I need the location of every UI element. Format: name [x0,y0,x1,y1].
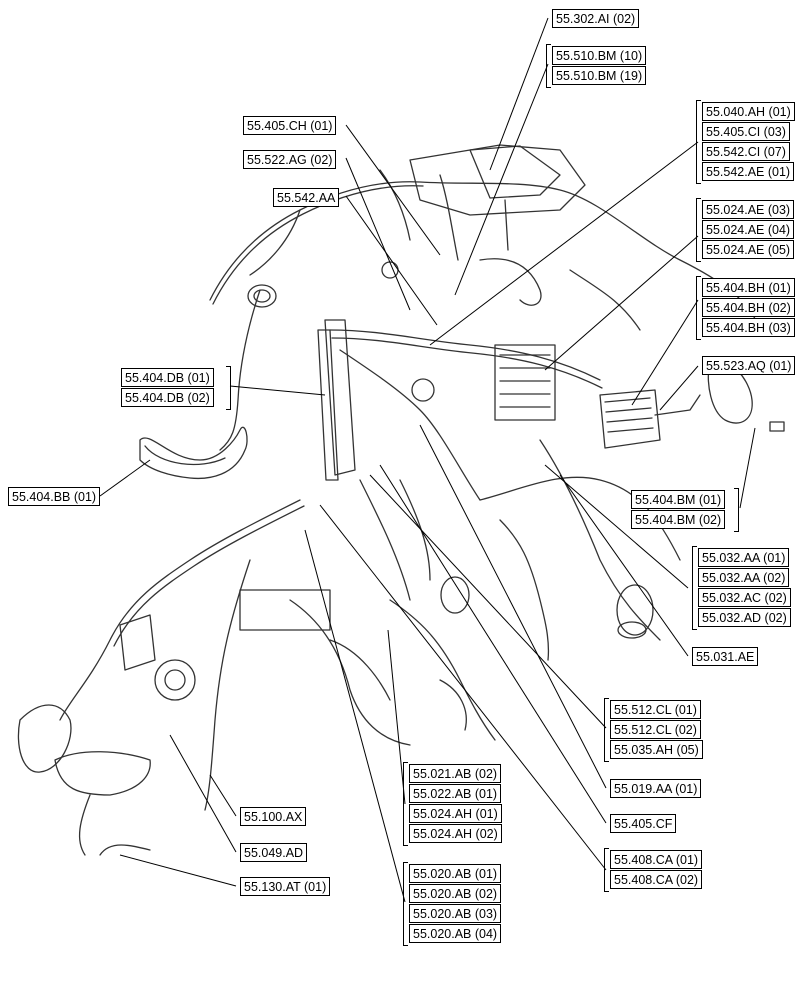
callout-55-404-bh-01: 55.404.BH (01) [702,278,795,297]
callout-55-032-aa-02: 55.032.AA (02) [698,568,790,587]
callout-55-024-ah-01: 55.024.AH (01) [409,804,502,823]
callout-55-404-db-02: 55.404.DB (02) [121,388,214,407]
callout-55-405-ci-03: 55.405.CI (03) [702,122,790,141]
callout-55-032-aa-01: 55.032.AA (01) [698,548,790,567]
callout-55-404-bb-01: 55.404.BB (01) [8,487,101,506]
callout-55-522-ag-02: 55.522.AG (02) [243,150,337,169]
callout-55-512-cl-01: 55.512.CL (01) [610,700,701,719]
callout-55-035-ah-05: 55.035.AH (05) [610,740,703,759]
callout-55-405-cf: 55.405.CF [610,814,677,833]
callout-55-040-ah-01: 55.040.AH (01) [702,102,795,121]
callout-55-024-ae-05: 55.024.AE (05) [702,240,795,259]
callout-bracket [604,698,609,762]
callout-bracket [692,546,697,630]
callout-55-032-ad-02: 55.032.AD (02) [698,608,791,627]
callout-bracket [696,276,701,340]
harness-drawing [17,144,785,856]
callout-55-542-ae-01: 55.542.AE (01) [702,162,795,181]
callout-bracket [546,44,551,88]
callout-55-404-bh-02: 55.404.BH (02) [702,298,795,317]
callout-55-020-ab-04: 55.020.AB (04) [409,924,502,943]
callout-bracket [696,100,701,184]
callout-55-130-at-01: 55.130.AT (01) [240,877,331,896]
callout-bracket [403,762,408,846]
callout-55-404-db-01: 55.404.DB (01) [121,368,214,387]
callout-55-020-ab-01: 55.020.AB (01) [409,864,502,883]
callout-55-542-aa: 55.542.AA [273,188,340,207]
callout-55-024-ae-03: 55.024.AE (03) [702,200,795,219]
callout-55-302-ai-02: 55.302.AI (02) [552,9,640,28]
callout-55-032-ac-02: 55.032.AC (02) [698,588,791,607]
callout-55-404-bh-03: 55.404.BH (03) [702,318,795,337]
callout-55-031-ae: 55.031.AE [692,647,759,666]
callout-bracket [734,488,739,532]
callout-55-022-ab-01: 55.022.AB (01) [409,784,502,803]
callout-55-049-ad: 55.049.AD [240,843,308,862]
leader-lines [99,17,756,903]
callout-55-024-ah-02: 55.024.AH (02) [409,824,502,843]
callout-55-021-ab-02: 55.021.AB (02) [409,764,502,783]
callout-55-523-aq-01: 55.523.AQ (01) [702,356,796,375]
callout-55-408-ca-01: 55.408.CA (01) [610,850,703,869]
callout-bracket [604,848,609,892]
callout-55-024-ae-04: 55.024.AE (04) [702,220,795,239]
callout-55-510-bm-19: 55.510.BM (19) [552,66,647,85]
callout-bracket [696,198,701,262]
callout-bracket [403,862,408,946]
callout-55-510-bm-10: 55.510.BM (10) [552,46,647,65]
callout-55-100-ax: 55.100.AX [240,807,307,826]
callout-55-405-ch-01: 55.405.CH (01) [243,116,337,135]
callout-55-020-ab-03: 55.020.AB (03) [409,904,502,923]
callout-55-020-ab-02: 55.020.AB (02) [409,884,502,903]
callout-55-512-cl-02: 55.512.CL (02) [610,720,701,739]
callout-55-404-bm-02: 55.404.BM (02) [631,510,726,529]
callout-bracket [226,366,231,410]
callout-55-542-ci-07: 55.542.CI (07) [702,142,790,161]
callout-55-408-ca-02: 55.408.CA (02) [610,870,703,889]
callout-55-404-bm-01: 55.404.BM (01) [631,490,726,509]
callout-55-019-aa-01: 55.019.AA (01) [610,779,702,798]
